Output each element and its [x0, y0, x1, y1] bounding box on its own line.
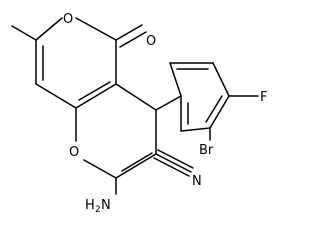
structure-canvas: O O O F Br N H 2 N	[11, 12, 267, 215]
bond-aryl-4	[209, 95, 230, 129]
atom-nitrile-n: N	[192, 174, 202, 189]
atom-ring-o-top: O	[63, 12, 73, 27]
atom-ring-o-left: O	[69, 145, 79, 160]
bond-ring-o-top-c-carbonyl	[75, 17, 117, 41]
atom-bromine: Br	[199, 143, 214, 158]
bond-ch-c8a	[35, 83, 77, 109]
bond-carbonyl-double	[119, 31, 147, 48]
bond-aryl-3	[212, 62, 230, 97]
bond-nitrile-c	[153, 157, 190, 177]
bond-c4-c4a	[115, 83, 157, 111]
bond-methyl-c-ring-o-top	[35, 17, 63, 41]
atom-amino-subscript: 2	[95, 205, 101, 215]
bond-c4-aryl	[155, 95, 182, 111]
atom-amino-h: H	[85, 198, 95, 213]
bond-methyl	[11, 25, 37, 41]
bond-nitrile-a	[155, 153, 192, 173]
bond-ring-o-left-c2	[83, 159, 117, 179]
chemical-structure: O O O F Br N H 2 N	[11, 12, 267, 215]
bond-aryl-1	[169, 62, 182, 97]
bond-c2-c3	[115, 153, 157, 179]
atom-fluorine: F	[260, 90, 267, 105]
bond-aryl-5	[180, 127, 211, 132]
bond-c8a-c4a	[75, 83, 117, 109]
atom-carbonyl-o: O	[146, 34, 156, 49]
atom-amino-n: N	[101, 198, 111, 213]
bond-nitrile-b	[157, 149, 194, 169]
bond-aryl-4-inner	[205, 95, 223, 123]
bond-c2-c3-double	[121, 152, 153, 172]
bond-c8a-c4a-double	[78, 81, 111, 101]
bond-carbonyl	[115, 24, 143, 41]
